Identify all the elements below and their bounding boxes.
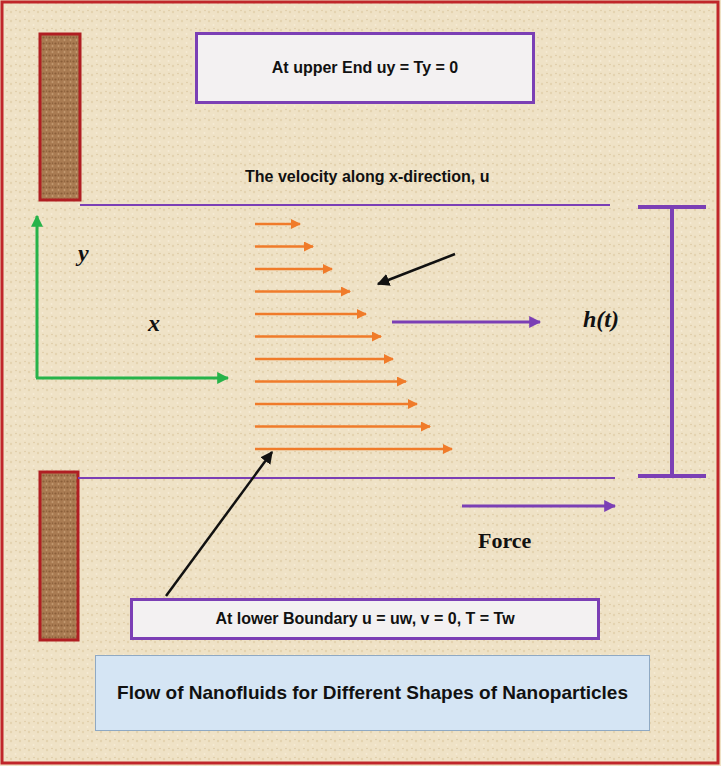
box-text: At lower Boundary u = uw, v = 0, T = Tw bbox=[215, 608, 514, 630]
velocity-arrow bbox=[255, 358, 393, 361]
boundary-box: At lower Boundary u = uw, v = 0, T = Tw bbox=[130, 598, 600, 640]
velocity-arrow bbox=[255, 448, 452, 451]
dimension-label: h(t) bbox=[583, 306, 619, 333]
velocity-arrow bbox=[255, 268, 332, 271]
force-arrow bbox=[462, 505, 615, 508]
boundary-box: At upper End uy = Ty = 0 bbox=[195, 32, 535, 104]
caption-box: Flow of Nanofluids for Different Shapes … bbox=[95, 655, 650, 731]
box-text: Flow of Nanofluids for Different Shapes … bbox=[117, 680, 628, 706]
velocity-arrow bbox=[255, 290, 350, 293]
leader-line bbox=[378, 254, 455, 284]
y-axis bbox=[36, 216, 39, 378]
wall-block bbox=[40, 472, 78, 640]
upper-plate bbox=[80, 204, 610, 206]
axis-label: x bbox=[148, 310, 160, 337]
velocity-arrow bbox=[255, 335, 381, 338]
lower-plate bbox=[78, 477, 615, 479]
velocity-arrow bbox=[255, 223, 300, 226]
box-text: At upper End uy = Ty = 0 bbox=[272, 57, 458, 79]
velocity-arrow bbox=[255, 245, 313, 248]
height-bracket bbox=[638, 207, 706, 476]
flow-arrow bbox=[392, 321, 540, 324]
velocity-arrow bbox=[255, 380, 406, 383]
x-axis bbox=[36, 377, 228, 380]
force-label: Force bbox=[478, 528, 531, 554]
velocity-arrow bbox=[255, 313, 366, 316]
leader-line bbox=[166, 452, 272, 596]
wall-block bbox=[40, 34, 80, 200]
axis-label: y bbox=[78, 240, 89, 267]
callout-label: The velocity along x-direction, u bbox=[245, 168, 489, 186]
velocity-arrow bbox=[255, 425, 430, 428]
velocity-arrow bbox=[255, 403, 417, 406]
velocity-profile bbox=[255, 224, 452, 449]
